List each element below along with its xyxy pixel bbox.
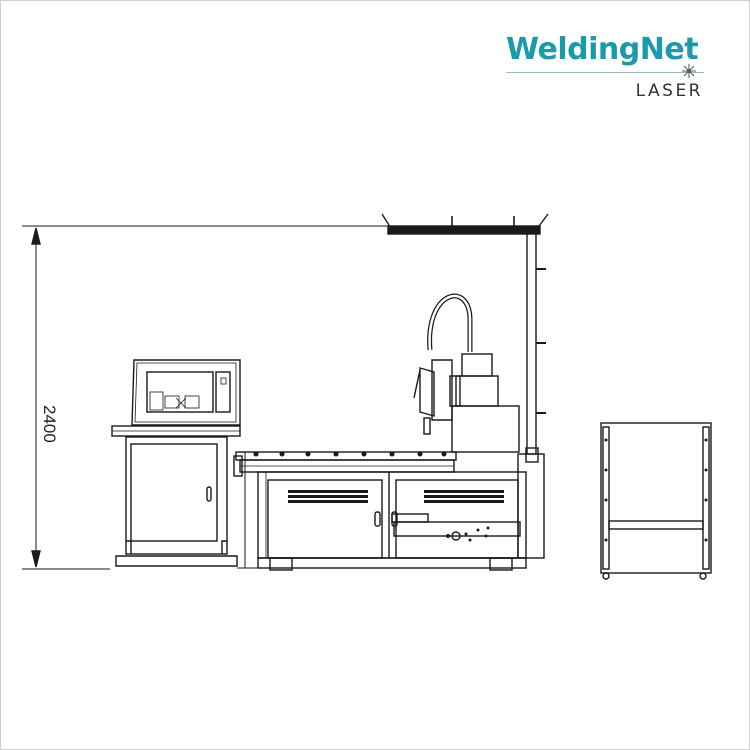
height-label: 2400 xyxy=(40,405,59,443)
control-console xyxy=(111,359,262,569)
brand-logo: WeldingNet LASER xyxy=(500,28,715,108)
laser-gantry xyxy=(381,213,549,455)
side-rack xyxy=(600,422,712,580)
logo-divider xyxy=(506,72,704,73)
brand-subtitle: LASER xyxy=(635,81,703,101)
height-dimension: 2400 xyxy=(22,225,395,570)
brand-name: WeldingNet xyxy=(506,32,699,67)
sparkle-icon xyxy=(682,64,696,78)
welding-table xyxy=(233,447,545,571)
